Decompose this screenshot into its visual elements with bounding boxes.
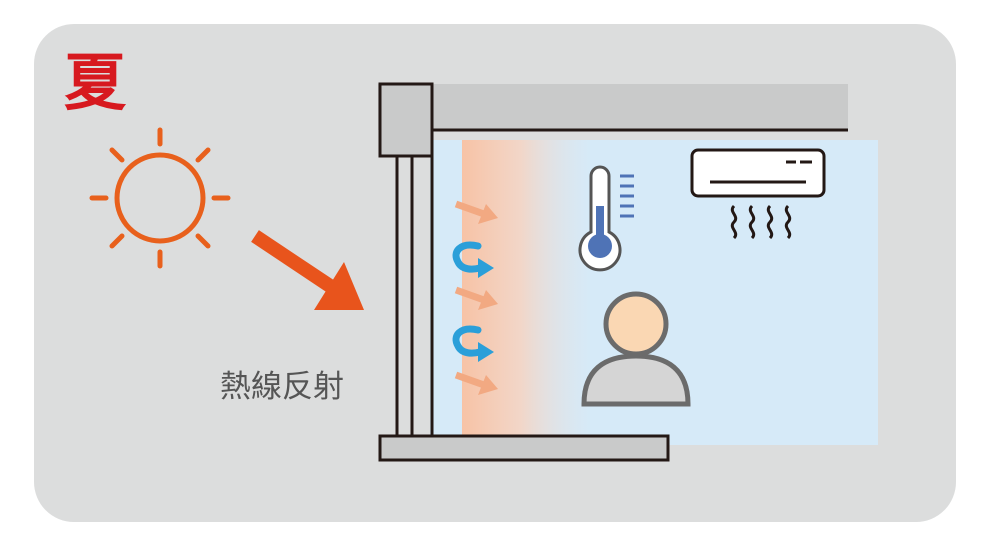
u-turn-arrow-icon [452,325,494,362]
upper-wall-block [378,82,434,158]
season-label: 夏 [64,46,127,119]
ceiling-wall [378,84,848,130]
reflect-arrows [452,241,494,362]
sun-icon [89,127,231,269]
thermometer-icon [578,165,634,272]
floor-slab [378,434,670,462]
arrow-right-icon [454,286,498,310]
arrow-down-right-icon [251,230,364,310]
building-structure [378,82,848,462]
arrow-right-icon [454,200,498,224]
person-icon [581,291,691,407]
u-turn-arrow-icon [452,241,494,278]
arrow-right-icon [454,371,498,395]
caption-label: 熱線反射 [220,369,344,405]
air-conditioner-icon [690,148,826,240]
heat-arrows [454,200,498,395]
